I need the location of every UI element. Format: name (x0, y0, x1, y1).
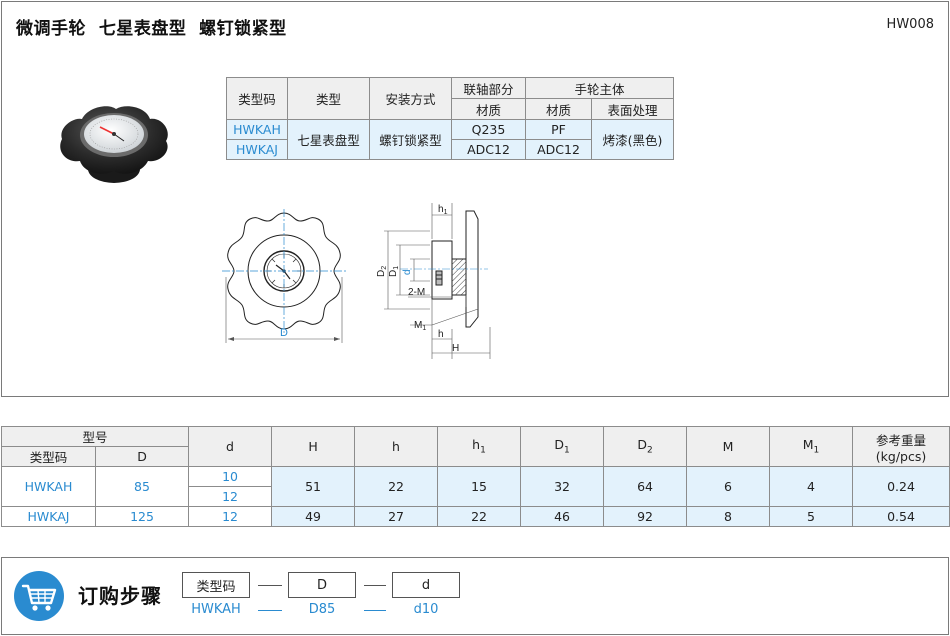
size-header-model: 型号 (0, 426, 190, 447)
spec-wheel-material: PF (525, 119, 592, 140)
dim-d2: D2 (376, 266, 388, 277)
spec-surface-value: 烤漆(黑色) (591, 119, 674, 160)
spec-header-shaft: 联轴部分 (451, 77, 526, 99)
size-row-D1: 46 (520, 506, 605, 527)
size-header-m: M (686, 426, 771, 467)
spec-header-wheel: 手轮主体 (525, 77, 674, 99)
order-steps-panel: 订购步骤 类型码 D d HWKAH D85 d10 (1, 557, 949, 635)
product-code: HW008 (886, 17, 934, 32)
order-dash (258, 585, 282, 586)
order-box-type-code: 类型码 (182, 572, 250, 598)
order-box-d-big: D (288, 572, 356, 598)
product-panel: 微调手轮 七星表盘型 螺钉锁紧型 HW008 类型码 类型 安装方 (1, 1, 949, 397)
spec-header-type: 类型 (287, 77, 370, 120)
size-row-code: HWKAH (1, 466, 96, 507)
size-row-M: 6 (686, 466, 771, 507)
size-row-M: 8 (686, 506, 771, 527)
size-row-H: 51 (271, 466, 356, 507)
size-header-m1: M1 (769, 426, 854, 467)
order-value-dash (258, 610, 282, 611)
order-title: 订购步骤 (78, 584, 162, 608)
spec-header-type-code: 类型码 (226, 77, 288, 120)
size-row-D: 85 (94, 466, 190, 507)
size-row-h1: 15 (437, 466, 522, 507)
size-row-d: 12 (188, 506, 273, 527)
size-header-d: d (188, 426, 273, 467)
size-header-weight: 参考重量(kg/pcs) (852, 426, 950, 467)
size-header-type-code: 类型码 (1, 446, 96, 467)
size-row-weight: 0.24 (852, 466, 950, 507)
page-title: 微调手轮 七星表盘型 螺钉锁紧型 (16, 19, 287, 39)
spec-row-code: HWKAH (226, 119, 288, 140)
spec-install-value: 螺钉锁紧型 (369, 119, 452, 160)
size-row-D: 125 (94, 506, 190, 527)
spec-table: 类型码 类型 安装方式 联轴部分 手轮主体 材质 材质 表面处理 HWKAH 七… (226, 77, 674, 160)
size-row-h1: 22 (437, 506, 522, 527)
spec-header-install: 安装方式 (369, 77, 452, 120)
cart-icon (14, 571, 64, 621)
spec-wheel-material: ADC12 (525, 139, 592, 160)
spec-shaft-material: ADC12 (451, 139, 526, 160)
spec-type-value: 七星表盘型 (287, 119, 370, 160)
order-value-dash (364, 610, 386, 611)
dim-d: d (402, 269, 413, 275)
spec-header-shaft-material: 材质 (451, 98, 526, 120)
dim-m1: M1 (414, 320, 426, 332)
dim-big-h: H (452, 343, 459, 354)
product-photo (60, 106, 168, 183)
order-value-type-code: HWKAH (191, 602, 241, 617)
size-header-h-big: H (271, 426, 356, 467)
dim-d1: D1 (388, 266, 400, 277)
size-row-M1: 4 (769, 466, 854, 507)
size-row-D1: 32 (520, 466, 605, 507)
size-header-d2: D2 (603, 426, 688, 467)
order-value-d: d10 (413, 602, 439, 617)
dim-h: h (438, 329, 444, 340)
front-view-drawing: D (222, 209, 346, 343)
size-row-h: 27 (354, 506, 439, 527)
size-header-h1: h1 (437, 426, 522, 467)
size-row-M1: 5 (769, 506, 854, 527)
spec-header-wheel-material: 材质 (525, 98, 592, 120)
size-header-D: D (94, 446, 190, 467)
size-row-code: HWKAJ (1, 506, 96, 527)
spec-row-code: HWKAJ (226, 139, 288, 160)
size-row-d: 10 (188, 466, 273, 487)
spec-header-surface: 表面处理 (591, 98, 674, 120)
size-row-d: 12 (188, 486, 273, 507)
size-row-H: 49 (271, 506, 356, 527)
size-header-d1: D1 (520, 426, 605, 467)
size-row-D2: 92 (603, 506, 688, 527)
size-row-weight: 0.54 (852, 506, 950, 527)
dim-2m: 2-M (408, 287, 425, 298)
size-row-D2: 64 (603, 466, 688, 507)
order-value-d-big: D85 (308, 602, 336, 617)
size-row-h: 22 (354, 466, 439, 507)
dim-h1: h1 (438, 204, 448, 216)
order-box-d: d (392, 572, 460, 598)
size-table: 型号 d H h h1 D1 D2 M M1 参考重量(kg/pcs) 类型码 … (0, 426, 950, 527)
spec-shaft-material: Q235 (451, 119, 526, 140)
size-header-h: h (354, 426, 439, 467)
front-dim-d: D (280, 327, 288, 339)
side-view-drawing: h1 D2 D1 d 2-M M1 h H (376, 203, 491, 359)
order-dash (364, 585, 386, 586)
